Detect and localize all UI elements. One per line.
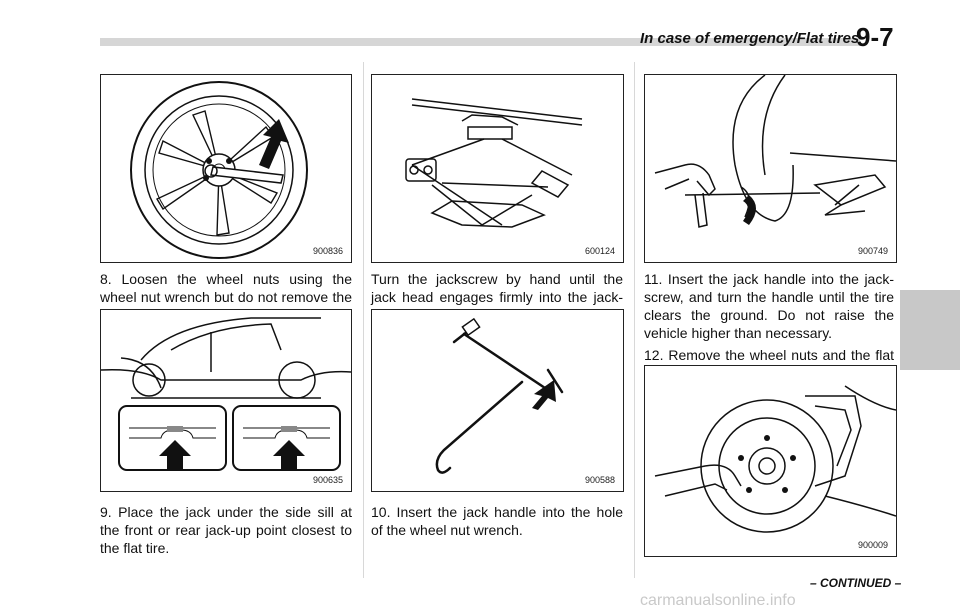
figure-jack-head: 600124 xyxy=(371,74,624,263)
column-separator xyxy=(634,62,635,578)
jack-handle-illustration xyxy=(435,317,564,474)
step-10-text: 10. Insert the jack handle into the hole… xyxy=(371,504,623,538)
continued-label: – CONTINUED – xyxy=(810,576,902,590)
page-number: 9-7 xyxy=(856,22,894,52)
chapter-thumb-tab xyxy=(900,290,960,370)
figure-raising-vehicle: 900749 xyxy=(644,74,897,263)
figure-code: 900588 xyxy=(584,475,615,485)
figure-code: 900836 xyxy=(312,246,343,256)
column-separator xyxy=(363,62,364,578)
figure-jack-points: 900635 xyxy=(100,309,352,492)
figure-code: 600124 xyxy=(584,246,615,256)
figure-brake-hub: 900009 xyxy=(644,365,897,557)
figure-wheel-nut-wrench: 900836 xyxy=(100,74,352,263)
figure-code: 900009 xyxy=(857,540,888,550)
chapter-title: In case of emergency/Flat tires xyxy=(640,30,860,47)
jack-head-illustration xyxy=(405,98,583,228)
step-9-text: 9. Place the jack under the side sill at… xyxy=(100,504,352,556)
raising-vehicle-illustration xyxy=(654,75,896,228)
wheel-illustration xyxy=(130,81,308,259)
header-rule xyxy=(100,38,860,46)
step-11-text: 11. Insert the jack handle into the jack… xyxy=(644,271,894,341)
figure-code: 900749 xyxy=(857,246,888,256)
brake-hub-illustration xyxy=(654,385,896,533)
figure-jack-handle-wrench: 900588 xyxy=(371,309,624,492)
watermark: carmanualsonline.info xyxy=(640,592,796,609)
figure-code: 900635 xyxy=(312,475,343,485)
side-sill-illustration xyxy=(101,317,351,471)
